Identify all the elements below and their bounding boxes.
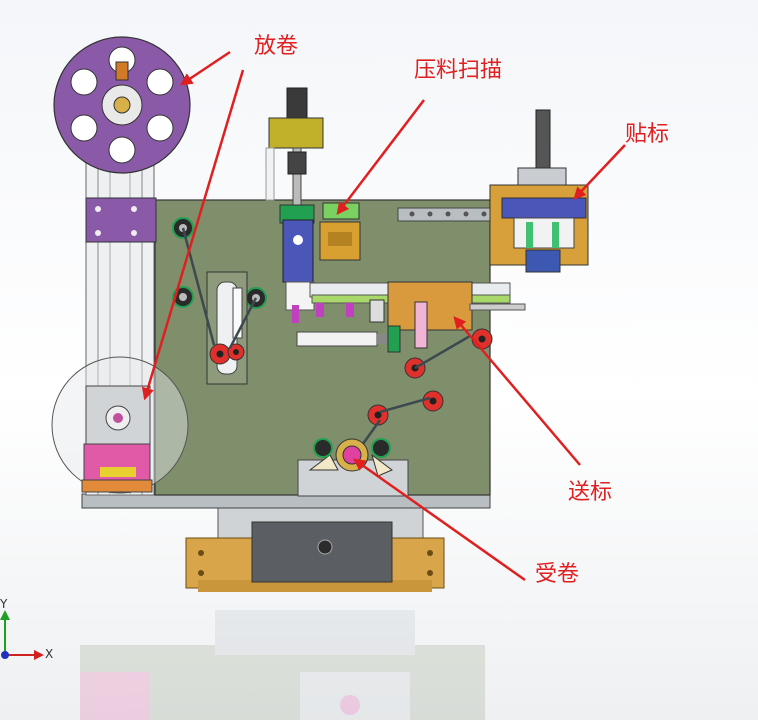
labeling-head	[489, 109, 589, 273]
web-path	[181, 227, 471, 456]
arrow-unwind-lower	[141, 69, 245, 401]
labeling-arm-rail	[397, 207, 499, 222]
arrow-press-scan	[336, 99, 425, 215]
label-label-feed: 送标	[568, 480, 613, 505]
press-scan-column	[265, 87, 324, 323]
rewind-spindle	[297, 438, 409, 497]
label-unwind: 放卷	[254, 34, 299, 59]
pneumatic-cylinder	[296, 325, 401, 353]
scan-sensor	[319, 202, 361, 261]
label-labeling: 贴标	[625, 122, 670, 147]
machine-base	[185, 504, 445, 592]
axis-x-label: X	[45, 647, 54, 661]
label-press-scan: 压料扫描	[414, 58, 503, 83]
label-rewind: 受卷	[535, 562, 580, 587]
material-roll	[51, 356, 189, 494]
reel-mount-block	[85, 197, 157, 243]
axis-y-label: Y	[0, 597, 8, 611]
coordinate-triad	[0, 610, 44, 660]
reflection	[80, 610, 485, 720]
arrow-rewind	[352, 458, 526, 582]
unwind-reel	[53, 36, 191, 174]
arrow-unwind-reel	[179, 50, 231, 86]
arrow-labeling	[573, 144, 626, 200]
arrow-label-feed	[453, 316, 581, 466]
callout-arrows	[141, 50, 626, 582]
bottom-rail	[81, 493, 491, 509]
